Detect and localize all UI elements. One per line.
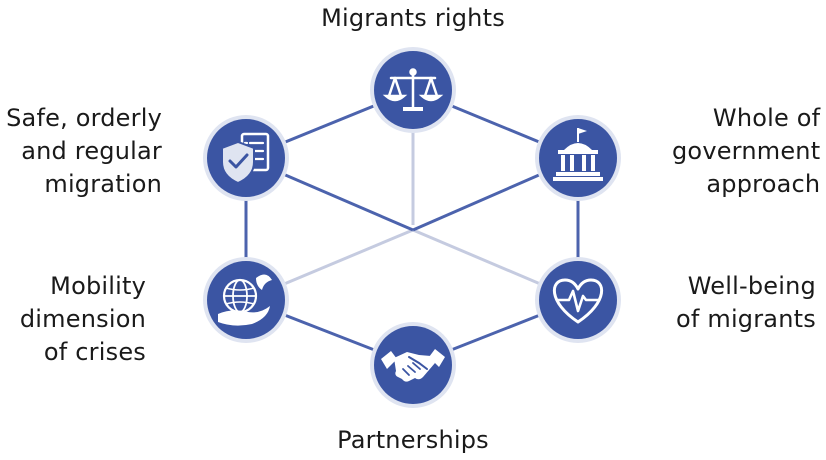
label-line: government [672, 137, 821, 165]
label-mobility-dimension-crises: Mobility dimension of crises [20, 270, 146, 369]
label-line: approach [706, 170, 821, 198]
government-building-icon [553, 128, 603, 181]
label-text: Partnerships [337, 426, 489, 454]
globe-hand-dove-icon [218, 274, 272, 326]
heart-pulse-icon [552, 278, 604, 324]
label-line: Safe, orderly [6, 104, 162, 132]
node-safe-orderly-migration [203, 115, 289, 201]
node-mobility-dimension-crises [203, 257, 289, 343]
node-well-being-migrants [535, 257, 621, 343]
shield-checklist-icon [221, 132, 270, 185]
scales-of-justice-icon [382, 68, 444, 111]
node-migrants-rights [370, 47, 456, 133]
label-line: Well-being [687, 272, 816, 300]
label-whole-of-government: Whole of government approach [672, 102, 820, 201]
node-partnerships [370, 322, 456, 408]
node-whole-of-government [535, 115, 621, 201]
label-line: and regular [21, 137, 162, 165]
label-line: migration [44, 170, 162, 198]
label-safe-orderly-migration: Safe, orderly and regular migration [6, 102, 162, 201]
label-line: Mobility [50, 272, 146, 300]
label-well-being-migrants: Well-being of migrants [676, 270, 816, 336]
label-line: of migrants [676, 305, 816, 333]
label-migrants-rights: Migrants rights [0, 2, 826, 35]
label-line: of crises [43, 338, 146, 366]
handshake-icon [381, 349, 445, 382]
label-line: dimension [19, 305, 146, 333]
label-partnerships: Partnerships [0, 424, 826, 457]
label-line: Whole of [712, 104, 821, 132]
label-text: Migrants rights [321, 4, 505, 32]
